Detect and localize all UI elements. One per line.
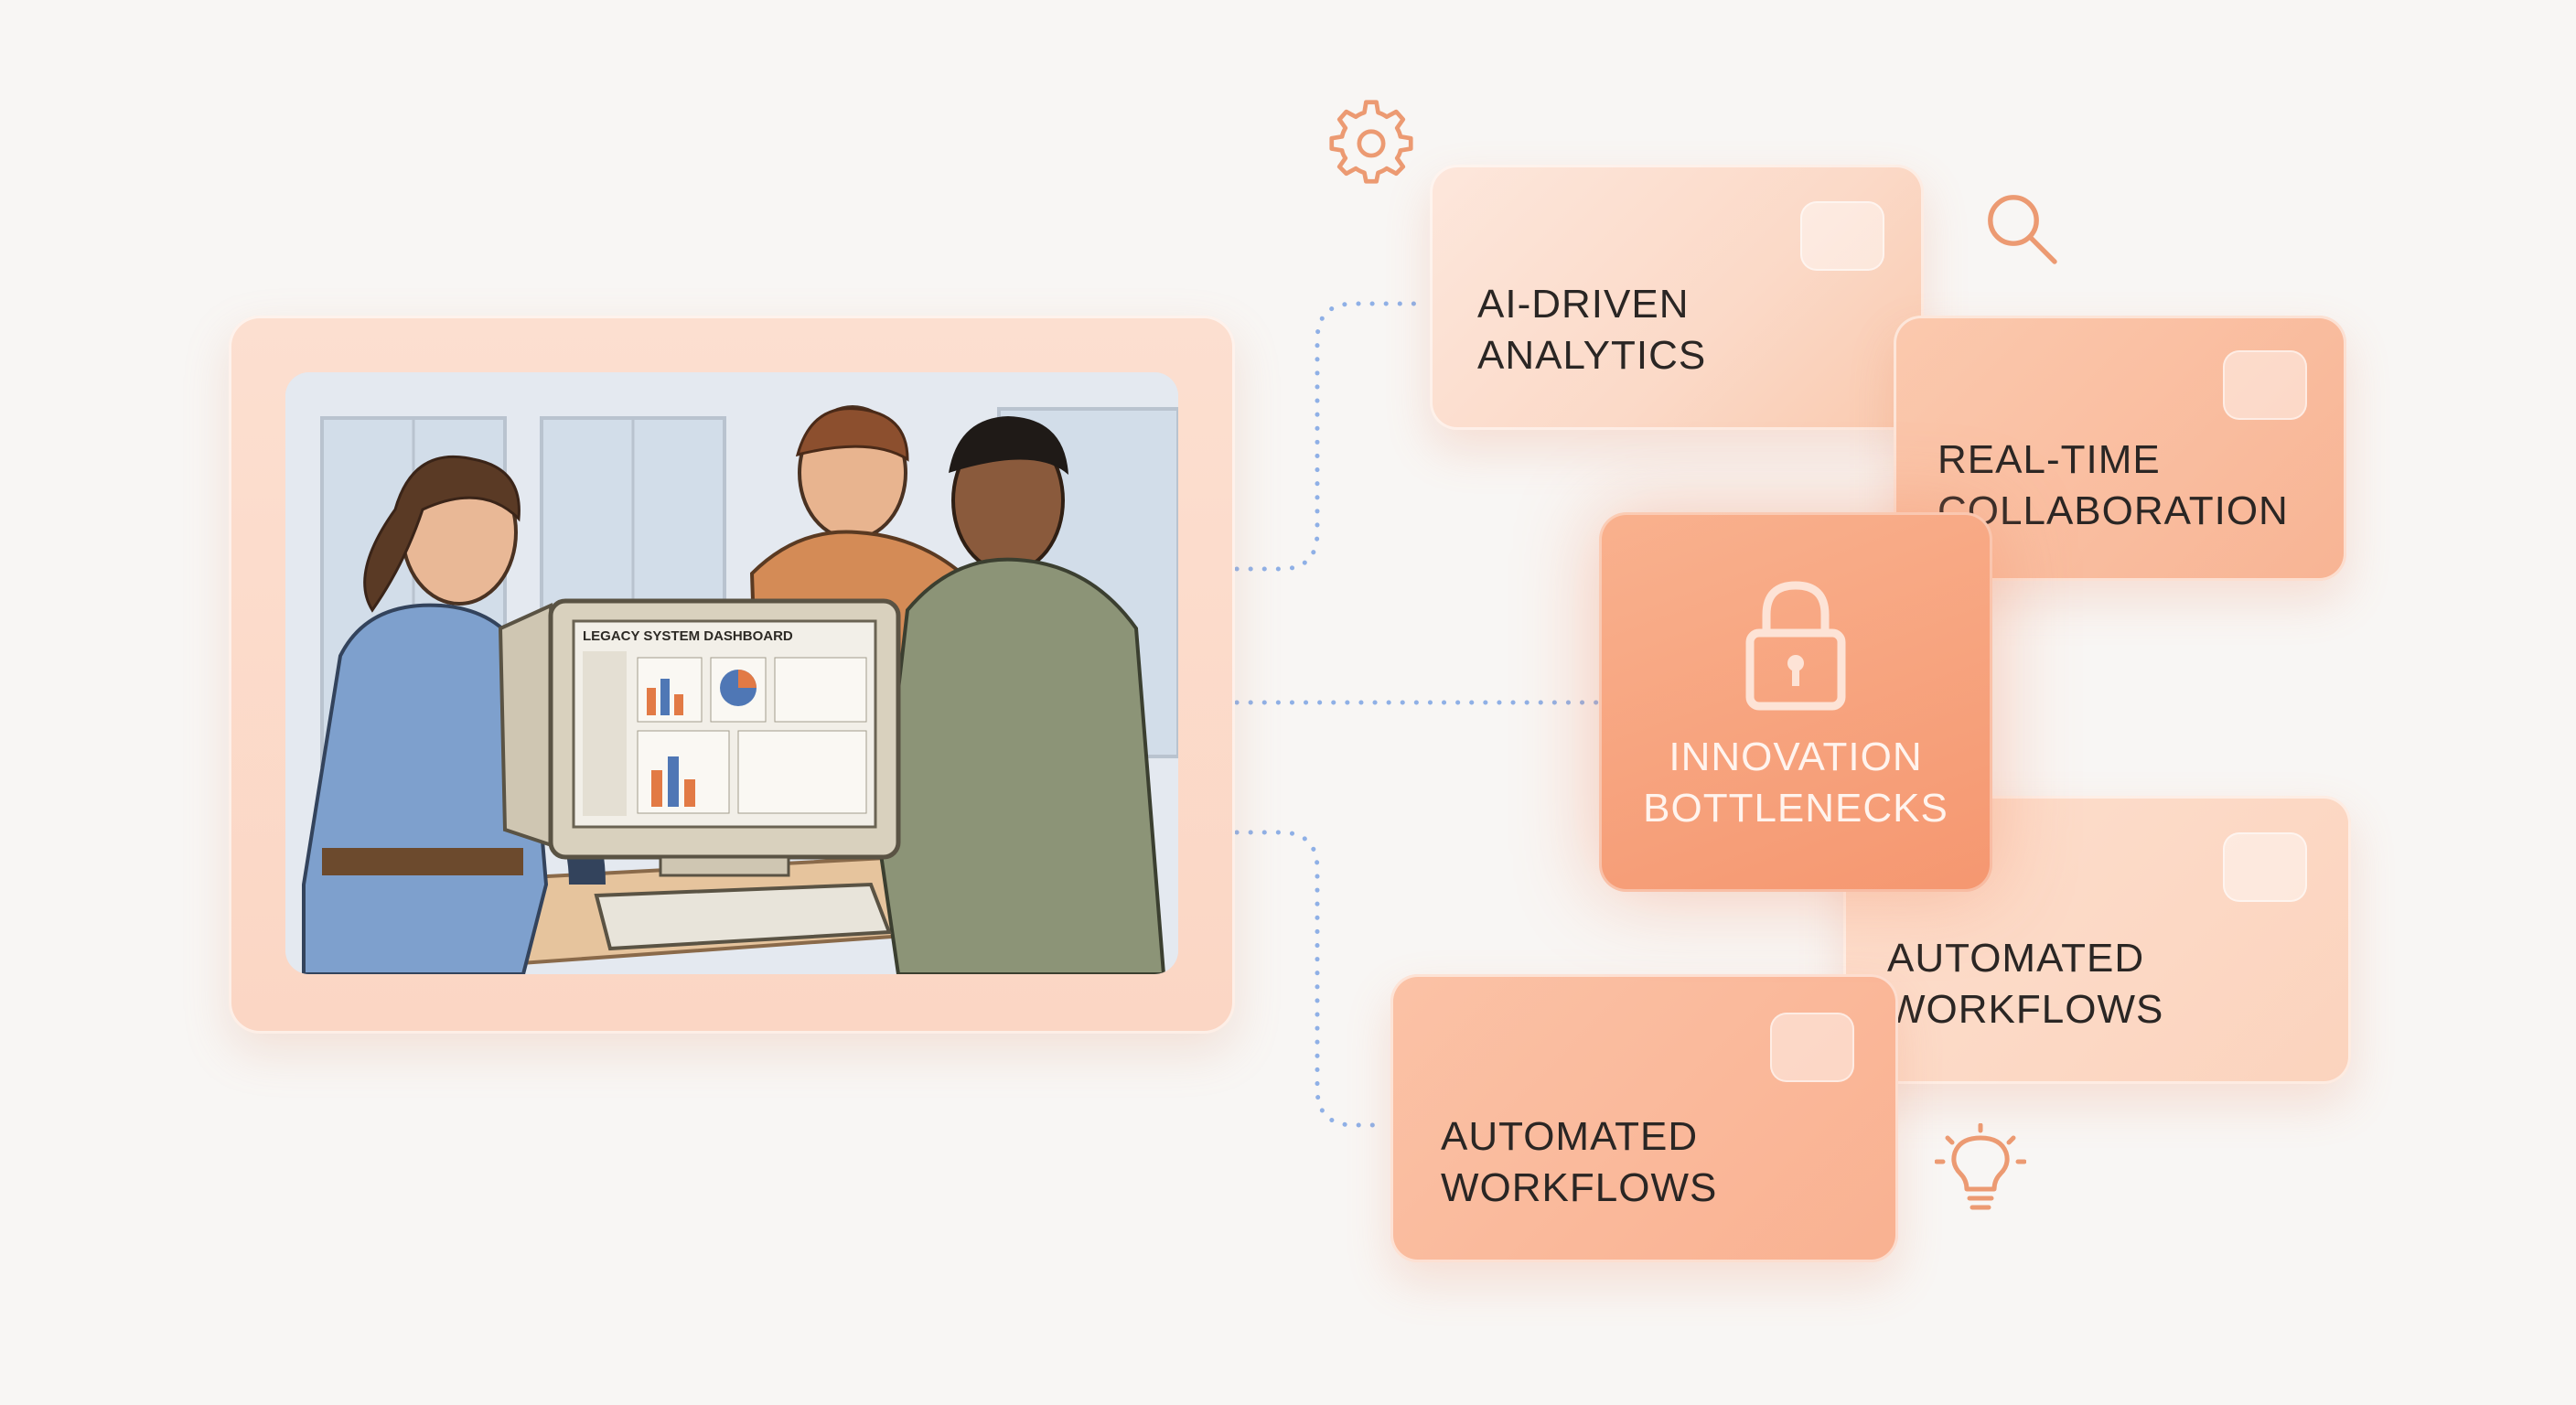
card-ai-driven-analytics[interactable]: AI-DRIVEN ANALYTICS [1430,165,1924,430]
lightbulb-icon [1935,1123,2026,1210]
card-label: AUTOMATED WORKFLOWS [1441,1114,1718,1210]
card-chip [1800,201,1884,271]
illustration-frame: LEGACY SYSTEM DASHBOARD [229,316,1235,1034]
card-chip [2223,832,2307,902]
connector-automated [1234,830,1389,1128]
lock-icon [1745,581,1846,711]
magnifier-icon [1988,195,2057,264]
card-chip [1770,1013,1854,1082]
monitor-title: LEGACY SYSTEM DASHBOARD [583,628,793,644]
card-innovation-bottlenecks[interactable]: INNOVATION BOTTLENECKS [1599,512,1992,892]
card-automated-workflows-left[interactable]: AUTOMATED WORKFLOWS [1390,974,1898,1262]
card-label: AI-DRIVEN ANALYTICS [1477,282,1707,378]
office-illustration: LEGACY SYSTEM DASHBOARD [285,372,1178,974]
card-chip [2223,350,2307,420]
card-label: AUTOMATED WORKFLOWS [1887,936,2164,1032]
connector-analytics [1234,301,1425,572]
card-label: REAL-TIME COLLABORATION [1937,437,2289,533]
gear-icon [1329,100,1413,184]
team-at-computer-image: LEGACY SYSTEM DASHBOARD [285,372,1178,974]
card-label: INNOVATION BOTTLENECKS [1643,735,1948,831]
